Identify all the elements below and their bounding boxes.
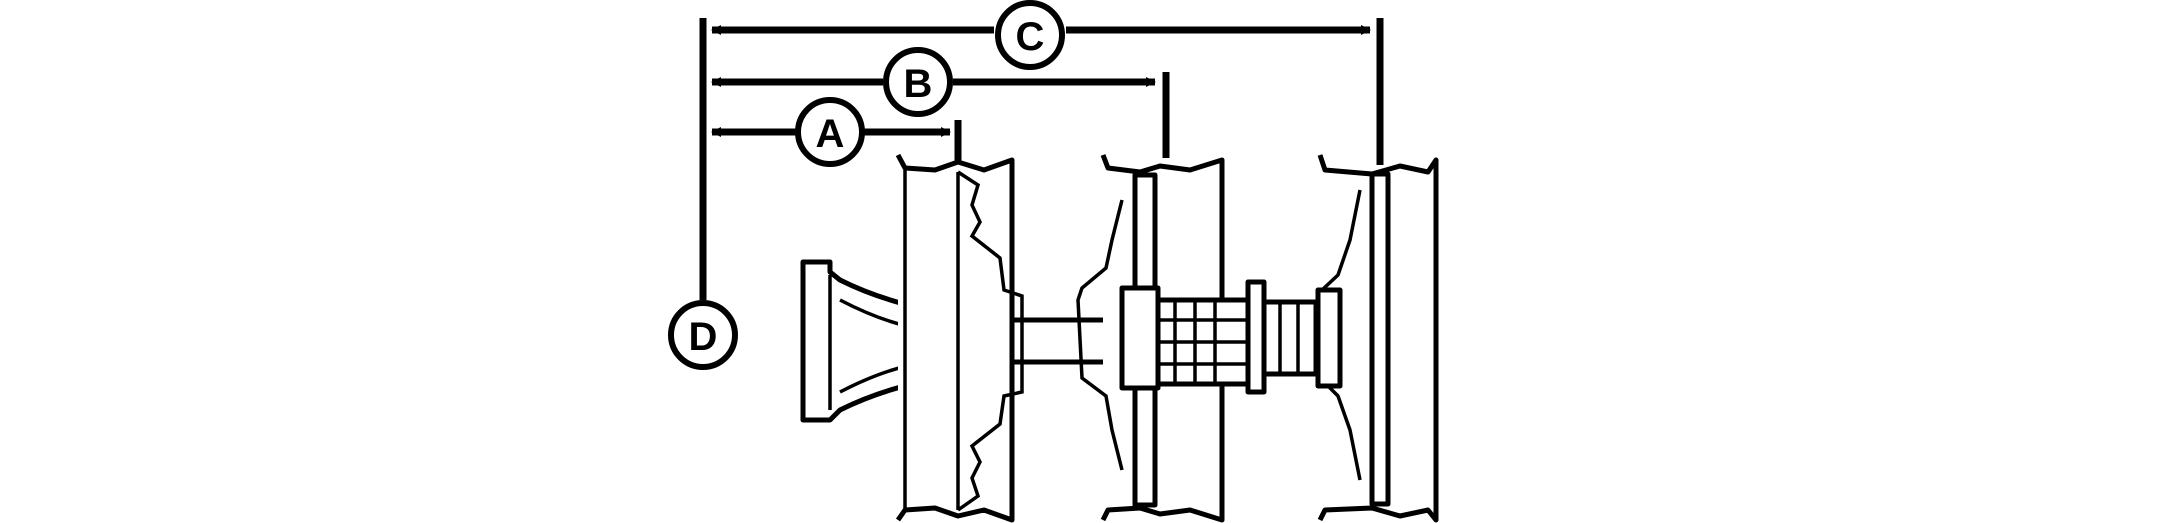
dimension-b [711, 72, 1170, 158]
callout-d: D [668, 300, 738, 370]
callout-c: C [995, 0, 1065, 70]
callout-a-label: A [816, 112, 845, 156]
callout-a: A [795, 97, 865, 167]
callout-b: B [883, 47, 953, 117]
dimension-c [711, 18, 1384, 165]
inner-wheel [895, 153, 1024, 523]
callout-b-label: B [904, 62, 933, 106]
callout-c-label: C [1016, 15, 1045, 59]
outer-wheel [1315, 154, 1439, 523]
callout-d-label: D [689, 315, 718, 359]
spline-hub [1155, 279, 1319, 395]
